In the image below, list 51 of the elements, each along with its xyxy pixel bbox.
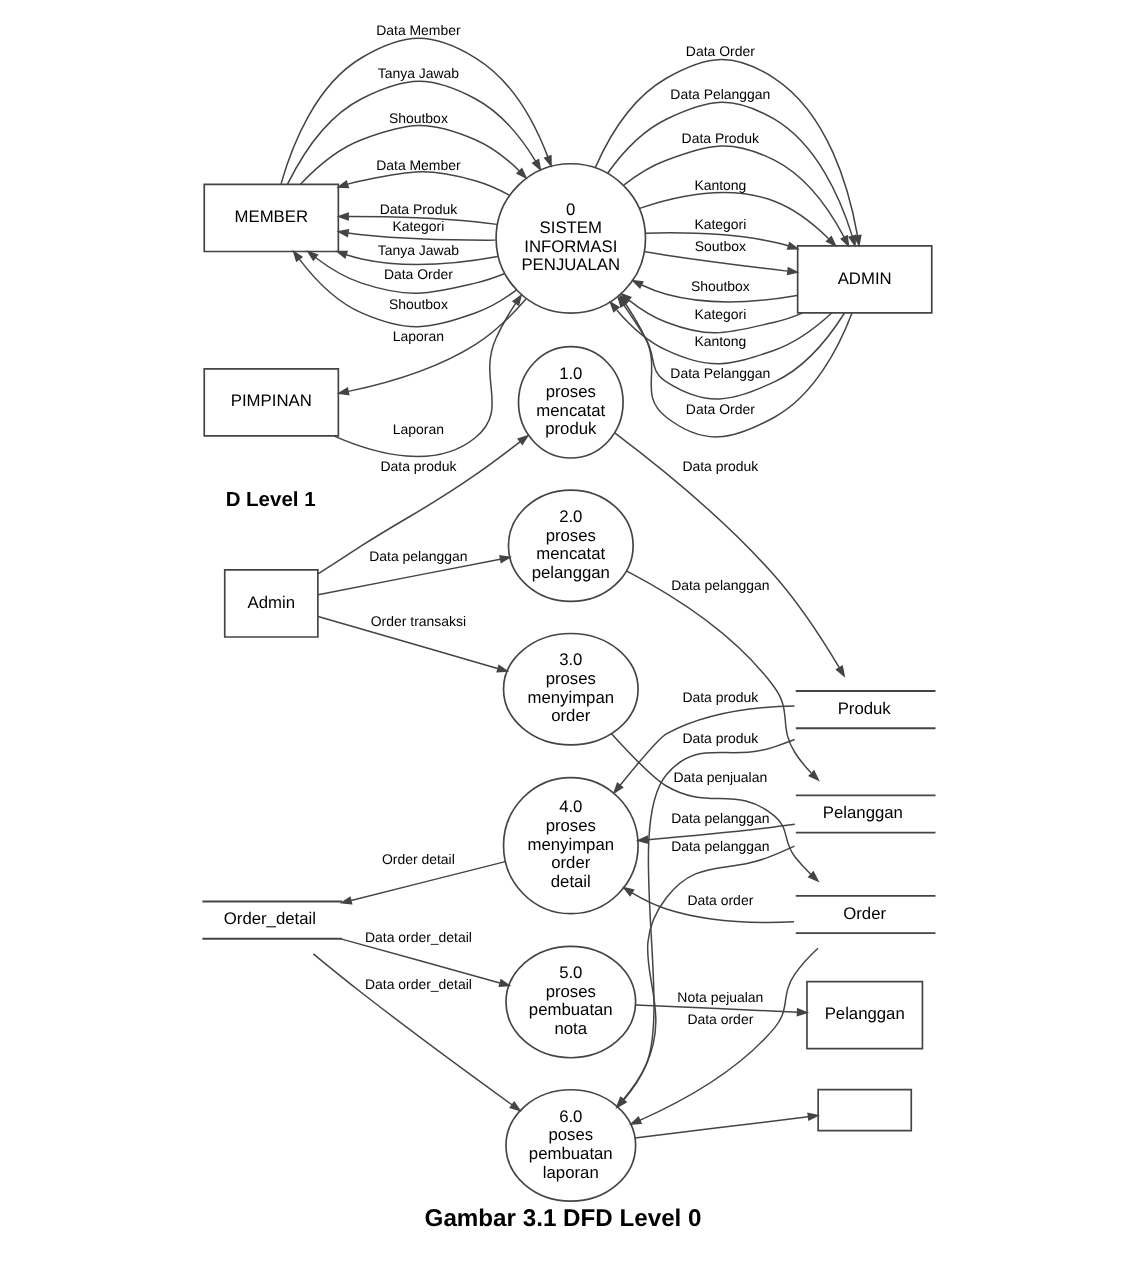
arrow: [316, 615, 509, 673]
arrow: [606, 101, 856, 248]
node-text: Pelanggan: [821, 802, 902, 823]
arrow: [622, 145, 849, 248]
arrow: [642, 251, 799, 276]
arrow: [637, 191, 837, 248]
arrow: [628, 947, 818, 1125]
arrow: [335, 212, 497, 226]
arrow: [332, 293, 522, 458]
node-box: Pelanggan: [805, 980, 923, 1050]
label: D Level 1: [224, 490, 315, 513]
node-box: Admin: [222, 569, 318, 638]
arrow: [279, 37, 551, 185]
arrow: [340, 938, 511, 987]
node-ellipse: 2.0 proses mencatat pelanggan: [506, 489, 633, 603]
node-box: [816, 1088, 912, 1132]
arrow: [614, 738, 795, 1109]
arrow: [316, 555, 511, 596]
node-ellipse: 3.0 proses menyimpan order: [501, 632, 638, 746]
arrow: [335, 171, 509, 196]
arrow: [338, 860, 505, 905]
node-text: Order_detail: [222, 908, 315, 929]
arrow: [285, 80, 541, 185]
arrow: [334, 250, 498, 266]
arrow: [593, 58, 861, 248]
arrow: [316, 434, 529, 575]
arrow: [608, 300, 832, 365]
arrow: [305, 250, 504, 294]
arrow: [614, 845, 795, 1109]
node-box: MEMBER: [202, 183, 339, 253]
arrow: [335, 298, 526, 396]
arrow: [624, 570, 819, 782]
arrow: [298, 124, 527, 185]
arrow: [644, 232, 799, 250]
arrow: [613, 432, 845, 678]
caption: Gambar 3.1 DFD Level 0: [423, 1203, 701, 1232]
arrow: [609, 732, 819, 883]
arrow: [634, 823, 795, 844]
arrow: [621, 886, 794, 924]
node-text: Order: [842, 902, 886, 923]
arrow: [291, 249, 516, 328]
arrow: [633, 1112, 819, 1139]
arrow: [633, 1004, 809, 1017]
node-text: Produk: [836, 697, 890, 718]
node-box: ADMIN: [795, 245, 932, 314]
node-box: PIMPINAN: [202, 367, 339, 437]
arrow: [611, 705, 795, 795]
arrow: [335, 228, 496, 241]
arrow: [630, 279, 797, 303]
node-ellipse: 5.0 proses pembuatan nota: [504, 945, 636, 1059]
arrow: [311, 953, 521, 1112]
